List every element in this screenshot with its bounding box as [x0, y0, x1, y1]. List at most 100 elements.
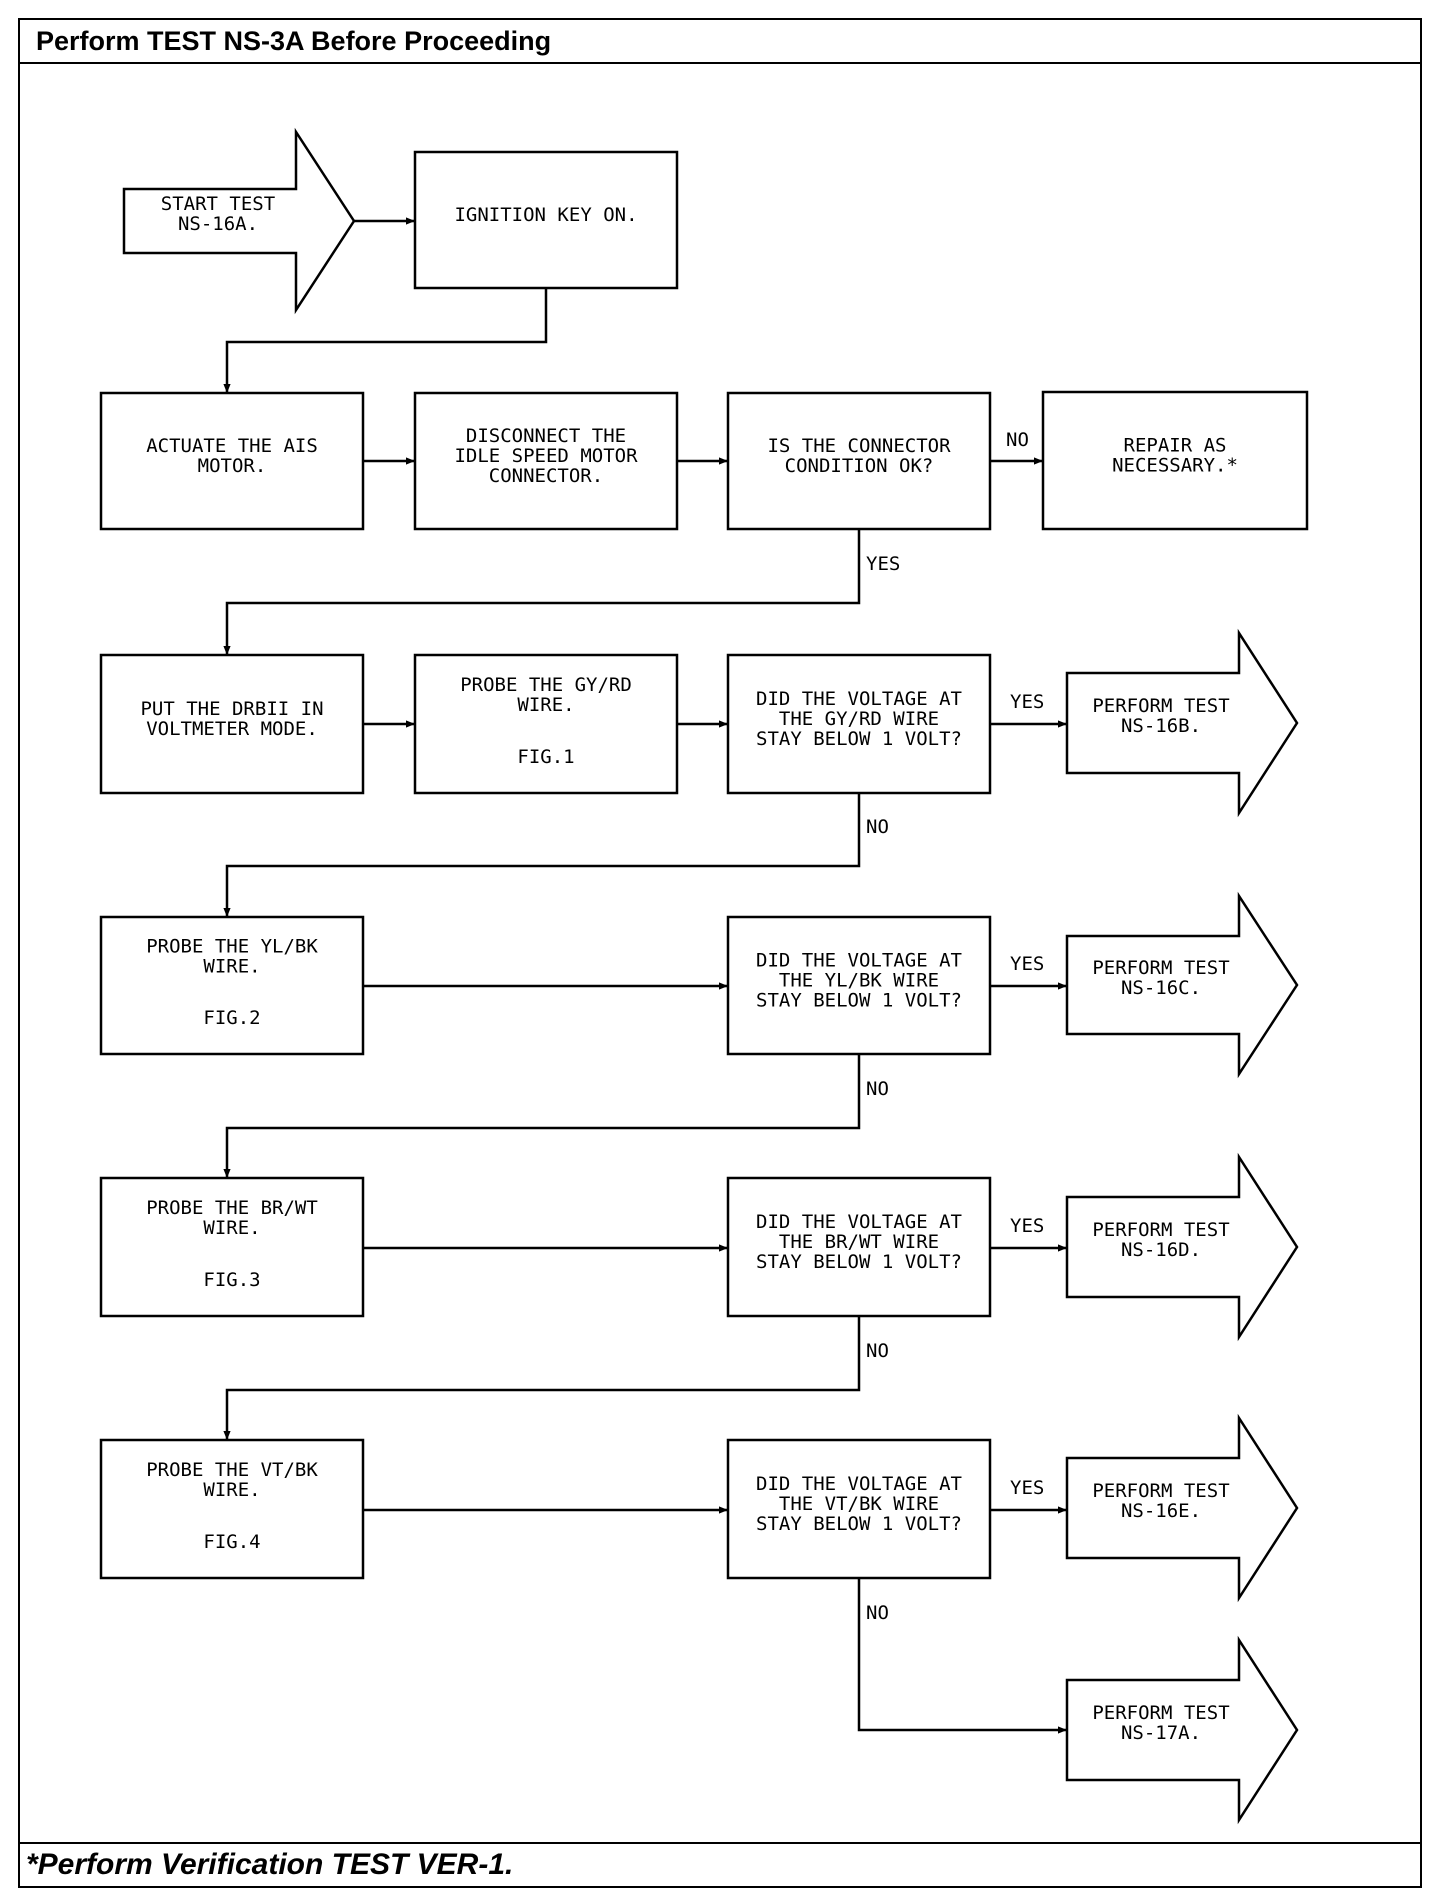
node-text-line: MOTOR. [198, 455, 267, 477]
edge-label-yes-16c: YES [1010, 953, 1044, 975]
connector-check-to-put-drb [223, 529, 861, 655]
connector-ignition-to-actuate [223, 288, 548, 393]
node-text-line: DID THE VOLTAGE AT [756, 1211, 962, 1233]
node-text-line: PERFORM TEST [1092, 1219, 1229, 1241]
node-text-line: DID THE VOLTAGE AT [756, 1473, 962, 1495]
node-text-line: WIRE. [203, 956, 260, 978]
process-box [726, 1438, 992, 1580]
page-title: Perform TEST NS-3A Before Proceeding [20, 20, 1420, 64]
process-box [726, 1176, 992, 1318]
node-text-line: STAY BELOW 1 VOLT? [756, 1251, 962, 1273]
process-box [413, 653, 679, 795]
node-text-line: NS-16E. [1121, 1500, 1201, 1522]
edge-label-no-gy: NO [866, 816, 889, 838]
edge-label-yes-16b: YES [1010, 691, 1044, 713]
node-text-line: NS-16C. [1121, 977, 1201, 999]
node-text-line: NS-17A. [1121, 1722, 1201, 1744]
node-text-line: DISCONNECT THE [466, 425, 626, 447]
node-text-line: CONDITION OK? [785, 455, 934, 477]
edge-label-no-br: NO [866, 1340, 889, 1362]
footnote: *Perform Verification TEST VER-1. [20, 1842, 1420, 1886]
edge-label-no-repair: NO [1006, 429, 1029, 451]
node-text-line: THE GY/RD WIRE [779, 708, 939, 730]
node-text-line: PERFORM TEST [1092, 1480, 1229, 1502]
node-text-line: WIRE. [203, 1217, 260, 1239]
node-text-line: IS THE CONNECTOR [767, 435, 951, 457]
node-text-line: NS-16B. [1121, 715, 1201, 737]
terminal-arrow-shape [1065, 1635, 1299, 1825]
node-text-line: PUT THE DRBII IN [140, 698, 323, 720]
figure-reference: FIG.2 [203, 1007, 260, 1029]
node-text-line: IGNITION KEY ON. [454, 204, 637, 226]
process-box [726, 653, 992, 795]
connector-q-vt-to-17a [857, 1578, 1067, 1734]
terminal-arrow-shape [1065, 1413, 1299, 1603]
process-box [99, 653, 365, 795]
node-text-line: ACTUATE THE AIS [146, 435, 318, 457]
process-box [99, 1438, 365, 1580]
node-text-line: CONNECTOR. [489, 465, 603, 487]
terminal-arrow-shape [1065, 891, 1299, 1079]
process-box [726, 915, 992, 1056]
node-text-line: VOLTMETER MODE. [146, 718, 318, 740]
node-text-line: DID THE VOLTAGE AT [756, 688, 962, 710]
node-text-line: PROBE THE VT/BK [146, 1459, 318, 1481]
node-text-line: IDLE SPEED MOTOR [454, 445, 638, 467]
edge-label-yes-16e: YES [1010, 1477, 1044, 1499]
edge-label-yes-16d: YES [1010, 1215, 1044, 1237]
terminal-arrow-shape [1065, 1152, 1299, 1342]
node-ignition: IGNITION KEY ON. [413, 150, 679, 290]
process-box [99, 391, 365, 531]
node-text-line: THE BR/WT WIRE [779, 1231, 939, 1253]
figure-reference: FIG.4 [203, 1531, 260, 1553]
node-text-line: STAY BELOW 1 VOLT? [756, 990, 962, 1012]
node-text-line: NS-16A. [178, 213, 258, 235]
figure-reference: FIG.3 [203, 1269, 260, 1291]
edge-label-no-vt: NO [866, 1602, 889, 1624]
node-text-line: WIRE. [203, 1479, 260, 1501]
terminal-arrow-shape [1065, 628, 1299, 818]
edge-label-yes-connector: YES [866, 553, 900, 575]
diagram-frame: Perform TEST NS-3A Before Proceeding *Pe… [18, 18, 1422, 1888]
figure-reference: FIG.1 [517, 746, 574, 768]
node-text-line: PROBE THE GY/RD [460, 674, 632, 696]
connector-q-yl-to-probe-br [223, 1054, 861, 1178]
process-box [99, 1176, 365, 1318]
process-box [99, 915, 365, 1056]
node-text-line: PERFORM TEST [1092, 1702, 1229, 1724]
connector-q-br-to-probe-vt [223, 1316, 861, 1440]
node-text-line: NS-16D. [1121, 1239, 1201, 1261]
node-text-line: WIRE. [517, 694, 574, 716]
node-text-line: DID THE VOLTAGE AT [756, 950, 962, 972]
node-text-line: THE YL/BK WIRE [779, 970, 939, 992]
connector-q-gy-to-probe-yl [223, 793, 861, 917]
node-text-line: REPAIR AS [1124, 435, 1227, 457]
node-text-line: STAY BELOW 1 VOLT? [756, 1513, 962, 1535]
node-text-line: STAY BELOW 1 VOLT? [756, 728, 962, 750]
node-text-line: THE VT/BK WIRE [779, 1493, 939, 1515]
edge-label-no-yl: NO [866, 1078, 889, 1100]
node-text-line: PROBE THE BR/WT [146, 1197, 318, 1219]
node-text-line: START TEST [161, 193, 275, 215]
node-text-line: PROBE THE YL/BK [146, 936, 318, 958]
